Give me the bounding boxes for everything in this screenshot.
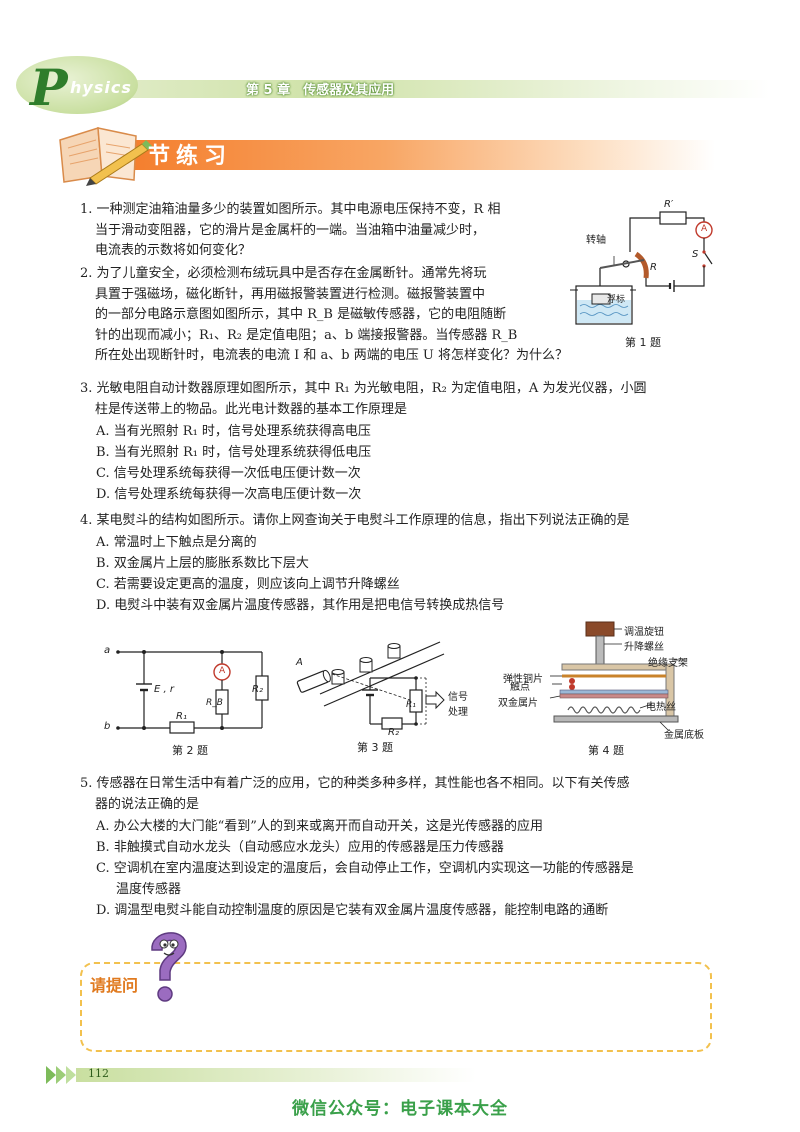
fig4-label-contact: 触点 [510,682,530,693]
q2-line-1: 2. 为了儿童安全，必须检测布绒玩具中是否存在金属断针。通常先将玩 [80,266,487,281]
q2-line-5: 所在处出现断针时，电流表的电流 I 和 a、b 两端的电压 U 将怎样变化？为什… [95,348,568,363]
fig2-label-ammeter: A [219,666,226,676]
q2-line-4: 针的出现而减小；R₁、R₂ 是定值电阻；a、b 端接报警器。当传感器 R_B [95,327,518,343]
fig4-label-heater: 电热丝 [646,702,676,713]
question-1: 1. 一种测定油箱油量多少的装置如图所示。其中电源电压保持不变，R 相 当于滑动… [80,200,560,262]
q5-option-d: D. 调温型电熨斗能自动控制温度的原因是它装有双金属片温度传感器，能控制电路的通… [96,903,609,918]
q4-option-a: A. 常温时上下触点是分离的 [96,535,257,550]
fig1-label-float: 浮标 [607,295,626,305]
fig4-label-bimetal: 双金属片 [498,698,538,709]
q5-option-b: B. 非触摸式自动水龙头（自动感应水龙头）应用的传感器是压力传感器 [96,840,504,855]
fig4-label-knob: 调温旋钮 [624,627,664,638]
q4-line-1: 4. 某电熨斗的结构如图所示。请你上网查询关于电熨斗工作原理的信息，指出下列说法… [80,513,630,528]
section-header: 节练习 [40,118,760,188]
fig2-label-r2: R₂ [252,684,263,695]
section-bar [115,140,715,170]
fig4-label-support: 绝缘支架 [648,658,688,669]
question-3: 3. 光敏电阻自动计数器原理如图所示，其中 R₁ 为光敏电阻，R₂ 为定值电阻，… [80,379,780,420]
q3-option-d: D. 信号处理系统每获得一次高电压便计数一次 [96,487,362,502]
fig3-label-a: A [296,657,303,668]
fig3-label-signal: 信号 [448,692,468,703]
q3-options: A. 当有光照射 R₁ 时，信号处理系统获得高电压 B. 当有光照射 R₁ 时，… [96,421,696,505]
fig1-caption: 第 1 题 [625,336,661,349]
fig2-label-er: E , r [154,684,174,695]
q1-line-3: 电流表的示数将如何变化？ [95,243,252,258]
question-2: 2. 为了儿童安全，必须检测布绒玩具中是否存在金属断针。通常先将玩 具置于强磁场… [80,264,780,367]
notebook-pencil-icon [59,127,152,186]
fig1-label-ammeter: A [701,224,708,234]
q3-line-1: 3. 光敏电阻自动计数器原理如图所示，其中 R₁ 为光敏电阻，R₂ 为定值电阻，… [80,381,647,396]
header-band [30,80,770,98]
section-title: 节练习 [148,144,233,169]
question-5: 5. 传感器在日常生活中有着广泛的应用，它的种类多种多样，其性能也各不相同。以下… [80,774,780,815]
footer-arrows-icon [46,1066,76,1084]
q5-option-a: A. 办公大楼的大门能“看到”人的到来或离开而自动开关，这是光传感器的应用 [96,819,543,834]
question-mark-mascot-icon [151,932,187,1002]
q4-option-b: B. 双金属片上层的膨胀系数比下层大 [96,556,309,571]
q1-line-2: 当于滑动变阻器，它的滑片是金属杆的一端。当油箱中油量减少时， [95,222,486,238]
q5-line-1: 5. 传感器在日常生活中有着广泛的应用，它的种类多种多样，其性能也各不相同。以下… [80,776,630,791]
q3-option-a: A. 当有光照射 R₁ 时，信号处理系统获得高电压 [96,424,371,439]
fig1-label-pivot: 转轴 [586,235,606,246]
fig3-label-r2: R₂ [388,727,399,738]
logo-text: hysics [70,78,132,97]
fig2-label-b: b [104,721,111,732]
fig2-label-r1: R₁ [176,711,187,722]
fig3-label-r1: R₁ [406,700,416,710]
footer-bar [76,1068,476,1082]
figure-1-oil-gauge [570,211,713,325]
q3-option-b: B. 当有光照射 R₁ 时，信号处理系统获得低电压 [96,445,372,460]
fig2-label-rb: R_B [206,698,223,708]
q2-line-2: 具置于强磁场，磁化断针，再用磁报警装置进行检测。磁报警装置中 [95,286,486,302]
q5-options: A. 办公大楼的大门能“看到”人的到来或离开而自动开关，这是光传感器的应用 B.… [96,816,756,921]
ask-question-label: 请提问 [90,976,139,995]
fig4-label-spring: 弹性铜片 [503,674,543,685]
q4-options: A. 常温时上下触点是分离的 B. 双金属片上层的膨胀系数比下层大 C. 若需要… [96,532,736,616]
fig3-label-process: 处理 [448,707,468,718]
fig1-label-r: R [650,262,657,273]
chapter-title: 第 5 章 传感器及其应用 [246,83,395,98]
ask-question-box[interactable] [80,962,712,1052]
q5-line-2: 器的说法正确的是 [95,796,200,812]
figure-3-photo-counter [296,641,445,730]
fig3-caption: 第 3 题 [357,741,393,754]
fig4-label-base: 金属底板 [664,730,704,741]
watermark: 微信公众号：电子课本大全 [292,1099,508,1119]
fig4-caption: 第 4 题 [588,744,624,757]
question-4: 4. 某电熨斗的结构如图所示。请你上网查询关于电熨斗工作原理的信息，指出下列说法… [80,511,780,532]
header-logo-oval [16,56,138,114]
q5-option-c-cont: 温度传感器 [116,882,182,897]
q3-line-2: 柱是传送带上的物品。此光电计数器的基本工作原理是 [95,401,408,417]
page-number: 112 [88,1067,109,1080]
q3-option-c: C. 信号处理系统每获得一次低电压便计数一次 [96,466,361,481]
q4-option-c: C. 若需要设定更高的温度，则应该向上调节升降螺丝 [96,577,400,592]
q1-line-1: 1. 一种测定油箱油量多少的装置如图所示。其中电源电压保持不变，R 相 [80,202,501,217]
fig2-label-a: a [104,645,111,656]
fig1-label-s: S [692,249,699,260]
fig2-caption: 第 2 题 [172,744,208,757]
figure-4-iron-structure [549,621,686,731]
logo-letter: P [30,58,68,117]
q2-line-3: 的一部分电路示意图如图所示，其中 R_B 是磁敏传感器，它的电阻随断 [95,307,507,322]
page-header: P hysics 第 5 章 传感器及其应用 [0,0,800,120]
q4-option-d: D. 电熨斗中装有双金属片温度传感器，其作用是把电信号转换成热信号 [96,598,505,613]
fig1-label-rprime: R′ [664,199,674,210]
fig4-label-screw: 升降螺丝 [624,642,664,653]
figure-2-alarm-circuit [116,650,269,734]
q5-option-c: C. 空调机在室内温度达到设定的温度后，会自动停止工作，空调机内实现这一功能的传… [96,861,634,876]
